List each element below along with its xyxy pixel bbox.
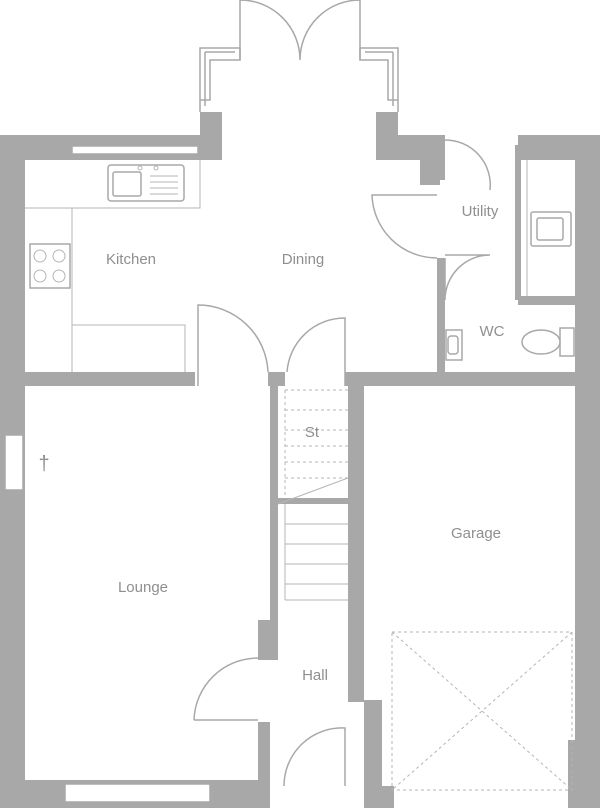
label-store: St (305, 424, 320, 441)
lounge-front-window (64, 783, 211, 803)
hob-icon (29, 243, 71, 289)
walls (0, 112, 600, 808)
lounge-window (4, 434, 24, 491)
sink-icon (107, 164, 185, 202)
label-kitchen: Kitchen (106, 251, 156, 268)
utility-door (371, 194, 438, 259)
utility-sink-icon (530, 211, 572, 247)
label-garage: Garage (451, 525, 501, 542)
store-door (286, 317, 346, 386)
staircase (277, 389, 349, 601)
bay-right (359, 47, 399, 112)
label-hall: Hall (302, 667, 328, 684)
label-lounge: Lounge (118, 579, 168, 596)
label-utility: Utility (462, 203, 499, 220)
kitchen-window (71, 145, 199, 155)
bay-left (199, 47, 241, 112)
french-doors (239, 0, 361, 61)
lounge-door (197, 304, 269, 386)
utility-rear-door (444, 139, 492, 191)
front-door (283, 727, 346, 787)
label-wc: WC (480, 323, 505, 340)
toilet-icon (521, 327, 575, 357)
wc-basin-icon (445, 329, 463, 361)
hall-lounge-door (193, 657, 259, 721)
kitchen-worktop (25, 160, 201, 372)
wc-door (444, 254, 491, 301)
radiator-mark: † (38, 453, 49, 475)
label-dining: Dining (282, 251, 325, 268)
garage-door (391, 631, 573, 791)
